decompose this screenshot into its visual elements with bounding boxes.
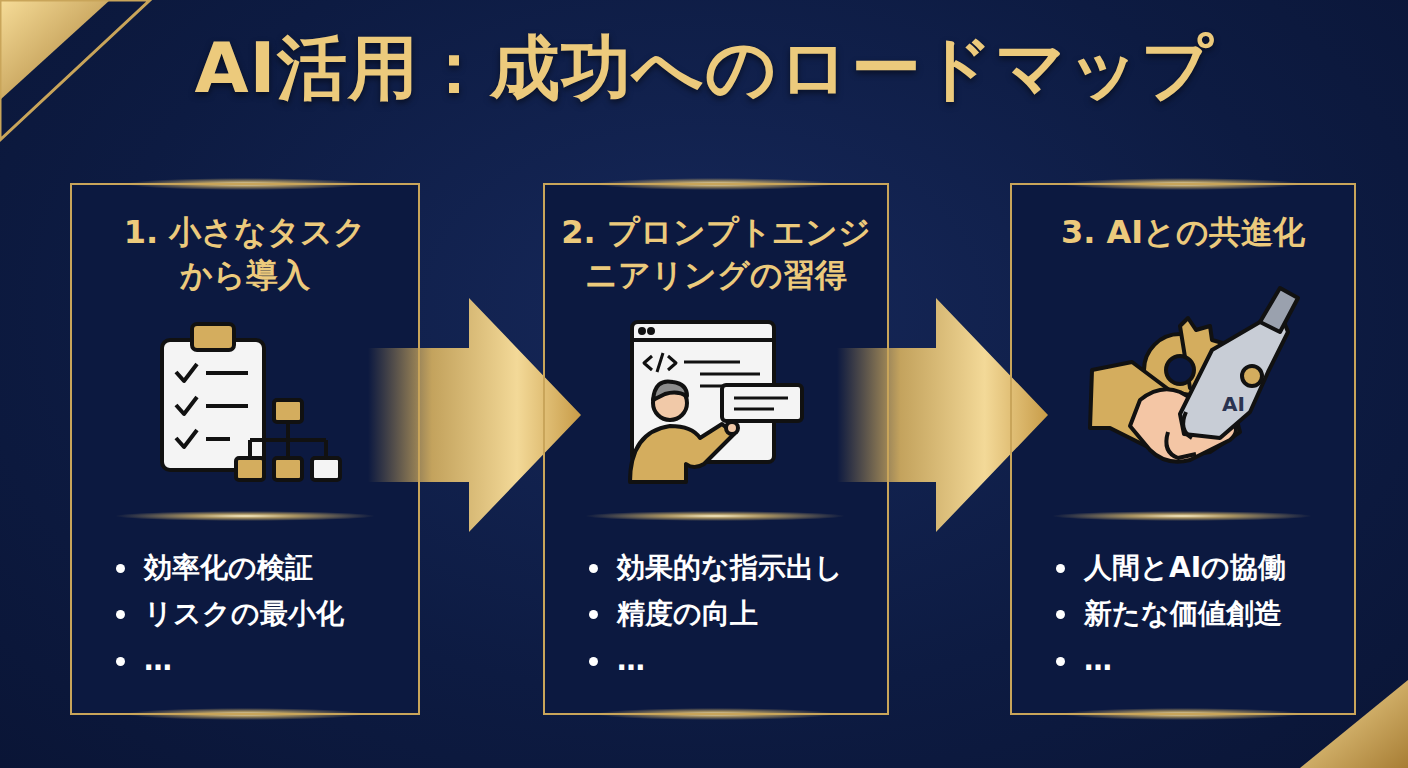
step-heading: 3. AIとの共進化: [1024, 211, 1342, 254]
bullet-dot: [589, 657, 598, 666]
title: AI活用：成功へのロードマップ: [0, 22, 1408, 116]
icon-label: AI: [1222, 392, 1245, 416]
bullet-dot: [589, 610, 598, 619]
step-panel: 2. プロンプトエンジ ニアリングの習得効果的な指示出し精度の向上 …: [543, 183, 889, 715]
flow-arrow: [837, 298, 1048, 532]
bullet-text: 効率化の検証: [144, 550, 408, 586]
step-panel: 3. AIとの共進化人間とAIの協働新たな価値創造 …: [1010, 183, 1356, 715]
bullet-text: 新たな価値創造: [1084, 596, 1344, 632]
prompt-icon: [630, 322, 802, 482]
bullet-text: 人間とAIの協働: [1084, 550, 1344, 586]
bullet-text: リスクの最小化: [144, 596, 408, 632]
bullet-dot: [116, 610, 125, 619]
bullet-text: 精度の向上: [617, 596, 877, 632]
corner-ornament: [1300, 680, 1408, 768]
bullet-dot: [1056, 564, 1065, 573]
bullet-dot: [1056, 610, 1065, 619]
bullet-text: …: [1084, 643, 1344, 679]
corner-ornament: [0, 0, 150, 140]
clipboard-icon: [162, 324, 340, 480]
step-heading: 2. プロンプトエンジ ニアリングの習得: [557, 211, 875, 297]
bullet-dot: [589, 564, 598, 573]
handshake-icon: [1090, 288, 1298, 462]
step-panel: 1. 小さなタスク から導入効率化の検証リスクの最小化 …: [70, 183, 420, 715]
bullet-text: …: [144, 643, 408, 679]
corner-ornament: [0, 0, 110, 100]
bullet-dot: [116, 657, 125, 666]
bullet-dot: [1056, 657, 1065, 666]
step-heading: 1. 小さなタスク から導入: [84, 211, 406, 297]
flow-arrow: [368, 298, 581, 532]
bullet-dot: [116, 564, 125, 573]
bullet-text: 効果的な指示出し: [617, 550, 877, 586]
bullet-text: …: [617, 643, 877, 679]
